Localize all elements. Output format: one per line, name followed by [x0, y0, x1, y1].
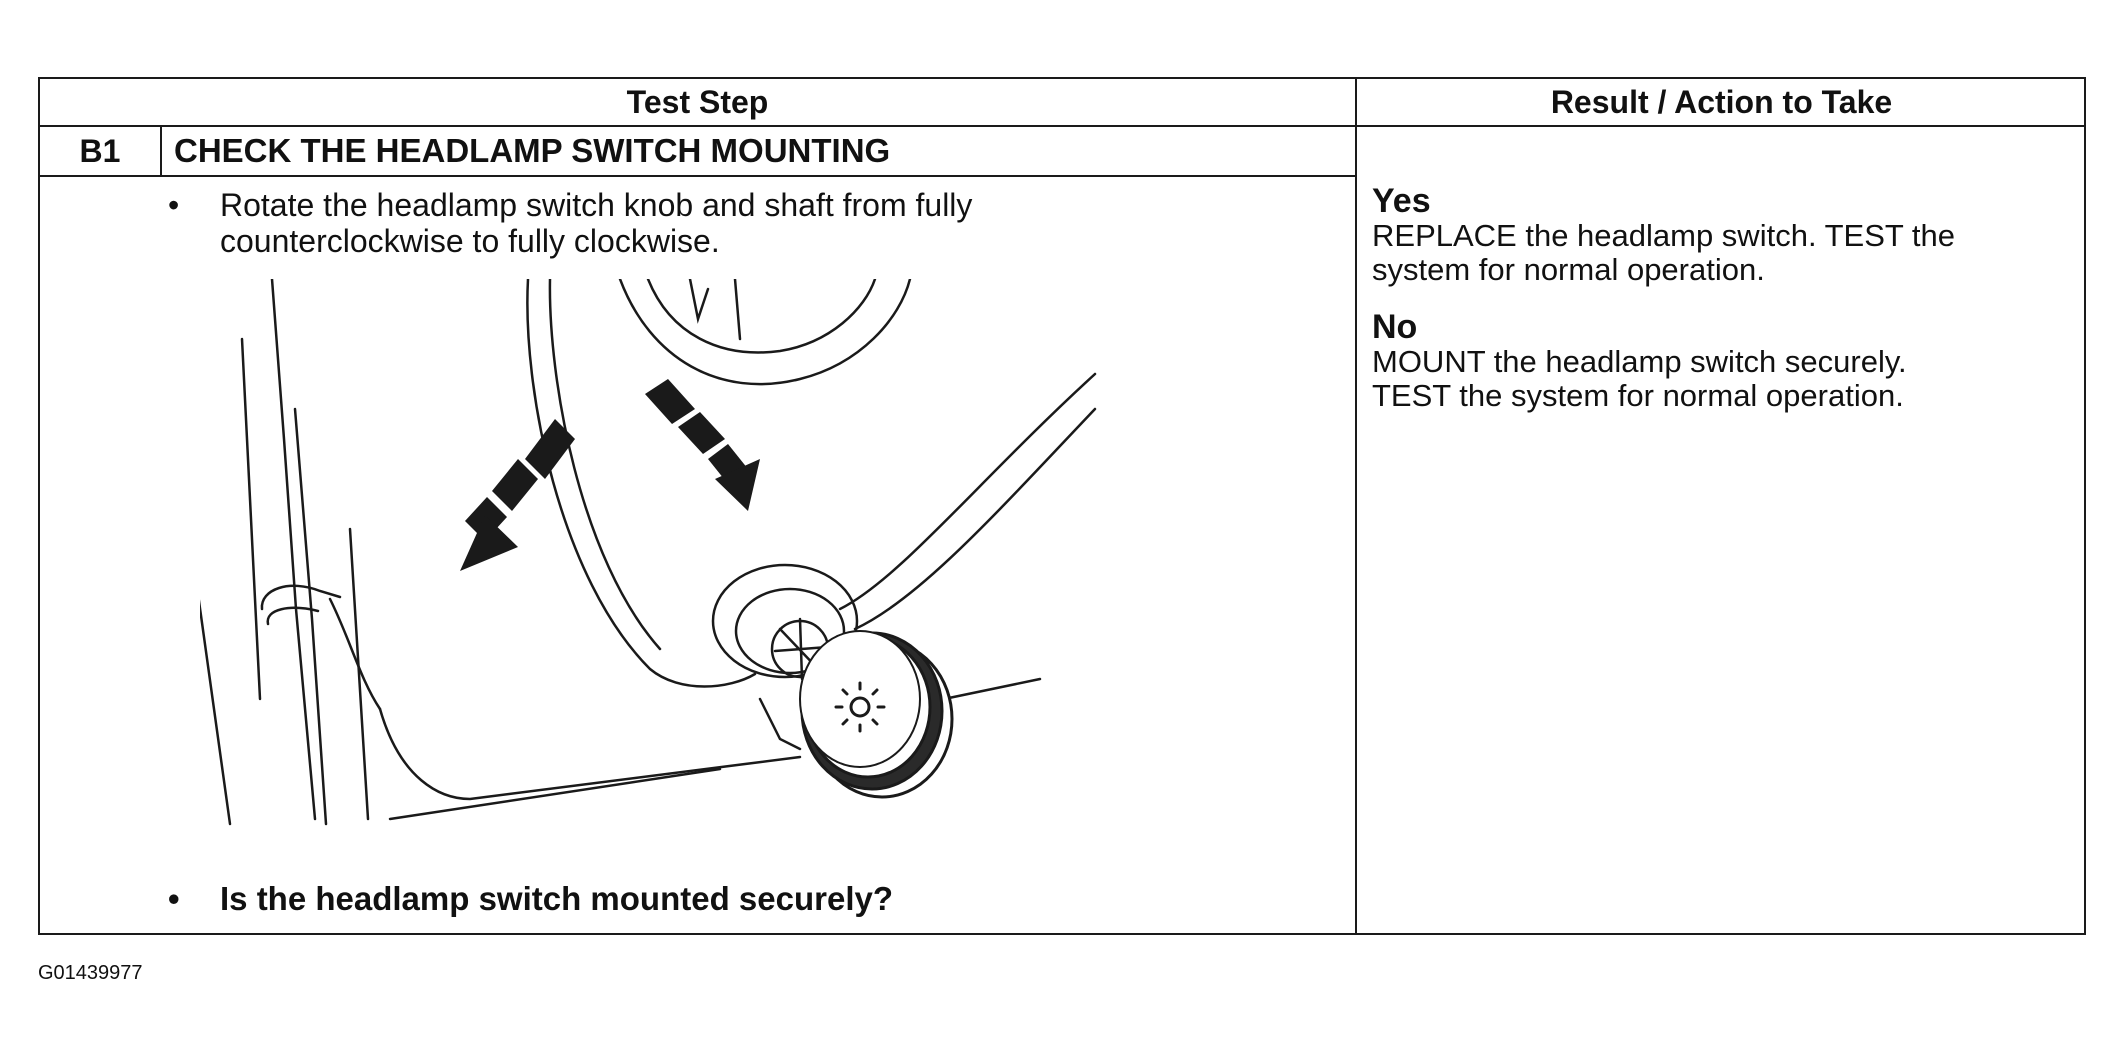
- yes-action-line-1: REPLACE the headlamp switch. TEST the: [1372, 218, 1955, 253]
- headlamp-light-symbol-icon: [834, 681, 886, 733]
- rotation-arrow-icon: [645, 379, 760, 511]
- step-id: B1: [79, 132, 121, 169]
- yes-label: Yes: [1372, 182, 1431, 220]
- instruction-line-2: counterclockwise to fully clockwise.: [220, 223, 720, 259]
- step-title-divider: [40, 175, 1355, 177]
- instruction-line-1: Rotate the headlamp switch knob and shaf…: [220, 187, 973, 223]
- diagnostic-table: Test Step Result / Action to Take B1 CHE…: [38, 77, 2086, 935]
- result-action-header: Result / Action to Take: [1550, 83, 1893, 120]
- no-action-line-2: TEST the system for normal operation.: [1372, 378, 1904, 413]
- no-action-line-1: MOUNT the headlamp switch securely.: [1372, 344, 1907, 379]
- instruction-bullet: • Rotate the headlamp switch knob and sh…: [168, 187, 1268, 267]
- result-no: No MOUNT the headlamp switch securely. T…: [1372, 309, 2072, 413]
- column-divider: [1355, 79, 1357, 933]
- headlamp-switch-knob-illustration: [200, 279, 1097, 826]
- figure-id: G01439977: [38, 962, 143, 984]
- test-step-header: Test Step: [626, 83, 769, 120]
- question-text: Is the headlamp switch mounted securely?: [220, 880, 894, 917]
- rotation-arrow-icon: [460, 419, 575, 571]
- step-title: CHECK THE HEADLAMP SWITCH MOUNTING: [174, 132, 891, 169]
- bullet-dot: •: [168, 880, 180, 917]
- no-label: No: [1372, 308, 1418, 346]
- step-id-divider: [160, 125, 162, 175]
- bullet-dot: •: [168, 187, 180, 223]
- yes-action-line-2: system for normal operation.: [1372, 252, 1765, 287]
- header-divider: [40, 125, 2084, 127]
- question-bullet: • Is the headlamp switch mounted securel…: [168, 881, 1268, 921]
- result-yes: Yes REPLACE the headlamp switch. TEST th…: [1372, 183, 2072, 287]
